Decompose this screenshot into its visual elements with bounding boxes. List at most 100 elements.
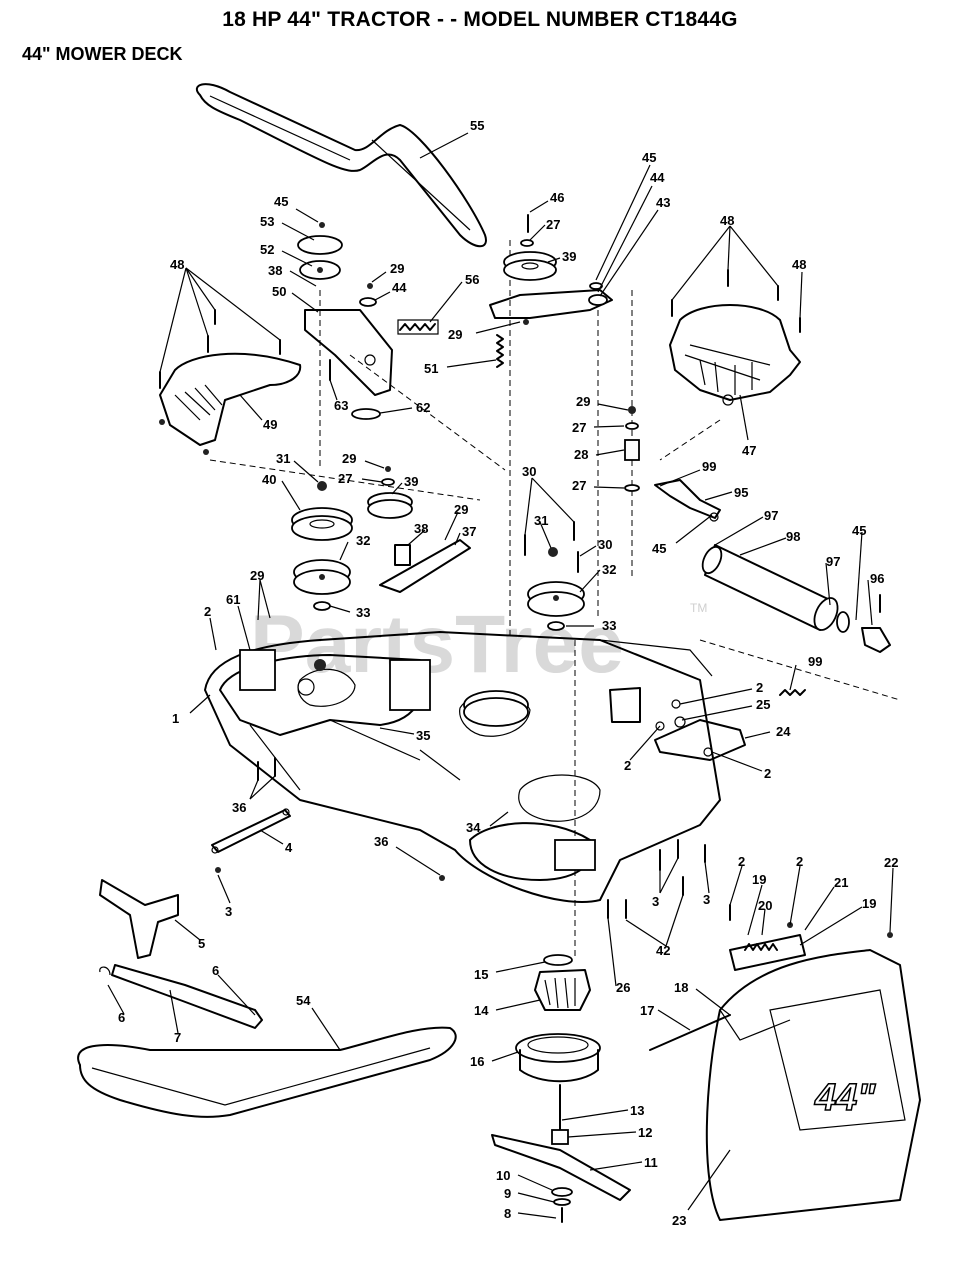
- hanger-bracket: [99, 879, 179, 959]
- deflector-rod: [649, 1014, 731, 1051]
- roller-spring: [779, 689, 806, 696]
- left-spindle-pulleys: [291, 466, 413, 611]
- idler-bracket-lower: [379, 539, 471, 593]
- leader-lines: [107, 132, 894, 1219]
- callout-37: 37: [462, 524, 476, 539]
- callout-40: 40: [262, 472, 276, 487]
- callout-32: 32: [602, 562, 616, 577]
- callout-38: 38: [268, 263, 282, 278]
- front-hanger-link: [111, 964, 263, 1029]
- callout-99: 99: [702, 459, 716, 474]
- callout-31: 31: [534, 513, 548, 528]
- callout-2: 2: [764, 766, 771, 781]
- diagram-title: 18 HP 44" TRACTOR - - MODEL NUMBER CT184…: [222, 8, 738, 31]
- idler-spacer-stack: [624, 406, 640, 492]
- right-spindle-pulley: [524, 521, 585, 631]
- idler-spring: [399, 323, 436, 331]
- callout-15: 15: [474, 967, 488, 982]
- callout-61: 61: [226, 592, 240, 607]
- callout-19: 19: [752, 872, 766, 887]
- callout-3: 3: [652, 894, 659, 909]
- callout-6: 6: [212, 963, 219, 978]
- cover-screws-left: [159, 309, 281, 389]
- assembly-guide-lines: [209, 240, 901, 960]
- callout-56: 56: [465, 272, 479, 287]
- deck-roller: [701, 544, 891, 653]
- diagram-subtitle: 44" MOWER DECK: [22, 44, 183, 64]
- callout-49: 49: [263, 417, 277, 432]
- callout-18: 18: [674, 980, 688, 995]
- callout-50: 50: [272, 284, 286, 299]
- bolt-group: [215, 757, 731, 921]
- callout-48: 48: [720, 213, 734, 228]
- callout-48: 48: [170, 257, 184, 272]
- callout-51: 51: [424, 361, 438, 376]
- callout-30: 30: [522, 464, 536, 479]
- callout-30: 30: [598, 537, 612, 552]
- callout-45: 45: [852, 523, 866, 538]
- callout-16: 16: [470, 1054, 484, 1069]
- callout-2: 2: [204, 604, 211, 619]
- callout-35: 35: [416, 728, 430, 743]
- callout-32: 32: [356, 533, 370, 548]
- idler-bracket: [304, 309, 393, 396]
- callout-55: 55: [470, 118, 484, 133]
- callout-42: 42: [656, 943, 670, 958]
- callout-29: 29: [454, 502, 468, 517]
- callout-99: 99: [808, 654, 822, 669]
- callout-27: 27: [572, 420, 586, 435]
- callout-53: 53: [260, 214, 274, 229]
- callout-22: 22: [884, 855, 898, 870]
- anti-scalp-bracket: [654, 479, 721, 519]
- callout-38: 38: [414, 521, 428, 536]
- callout-46: 46: [550, 190, 564, 205]
- callout-23: 23: [672, 1213, 686, 1228]
- callout-98: 98: [786, 529, 800, 544]
- callout-36: 36: [374, 834, 388, 849]
- lower-drive-belt: [77, 1026, 457, 1118]
- callout-62: 62: [416, 400, 430, 415]
- callout-47: 47: [742, 443, 756, 458]
- callout-45: 45: [274, 194, 288, 209]
- idler-pulley-upper: [297, 222, 343, 280]
- callout-45: 45: [652, 541, 666, 556]
- blade-hardware: [551, 1187, 573, 1223]
- callout-11: 11: [644, 1155, 658, 1170]
- callout-52: 52: [260, 242, 274, 257]
- callout-44: 44: [650, 170, 665, 185]
- callout-2: 2: [624, 758, 631, 773]
- callout-numbers: 55 45 53 52 38 50 29 44 56 29 51 63 62 4…: [118, 118, 898, 1228]
- callout-96: 96: [870, 571, 884, 586]
- callout-31: 31: [276, 451, 290, 466]
- discharge-chute: [705, 949, 921, 1221]
- callout-12: 12: [638, 1125, 652, 1140]
- upper-drive-belt: [195, 83, 487, 248]
- callout-3: 3: [225, 904, 232, 919]
- callout-27: 27: [546, 217, 560, 232]
- callout-1: 1: [172, 711, 179, 726]
- deck-size-badge: 44": [814, 1077, 876, 1119]
- callout-29: 29: [448, 327, 462, 342]
- right-belt-cover: [669, 269, 801, 406]
- callout-26: 26: [616, 980, 630, 995]
- callout-48: 48: [792, 257, 806, 272]
- callout-10: 10: [496, 1168, 510, 1183]
- callout-34: 34: [466, 820, 481, 835]
- callout-44: 44: [392, 280, 407, 295]
- callout-6: 6: [118, 1010, 125, 1025]
- callout-20: 20: [758, 898, 772, 913]
- callout-4: 4: [285, 840, 293, 855]
- callout-9: 9: [504, 1186, 511, 1201]
- callout-36: 36: [232, 800, 246, 815]
- callout-17: 17: [640, 1003, 654, 1018]
- callout-27: 27: [338, 471, 352, 486]
- front-link: [211, 809, 291, 853]
- callout-39: 39: [562, 249, 576, 264]
- callout-14: 14: [474, 1003, 489, 1018]
- callout-95: 95: [734, 485, 748, 500]
- callout-21: 21: [834, 875, 848, 890]
- callout-29: 29: [390, 261, 404, 276]
- discharge-bracket: [654, 719, 746, 761]
- tension-spring: [496, 334, 504, 368]
